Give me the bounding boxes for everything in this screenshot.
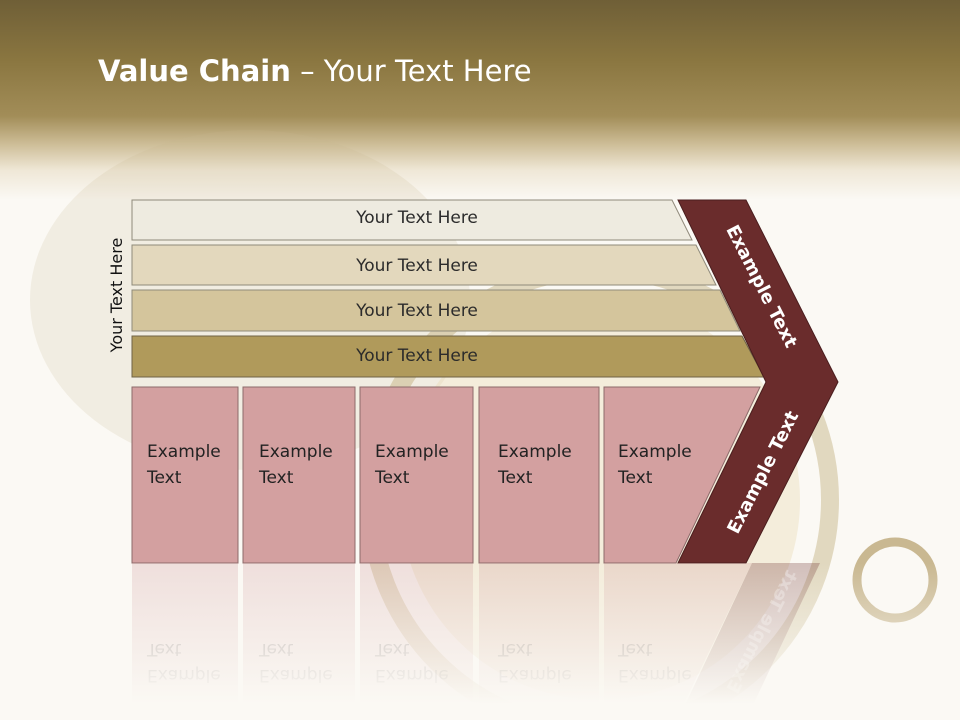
box-3	[359, 386, 474, 564]
slide-title: Value Chain – Your Text Here	[98, 54, 532, 88]
reflection-fade	[0, 563, 960, 720]
box-2-line2: Text	[259, 468, 294, 488]
box-1	[131, 386, 239, 564]
box-2	[242, 386, 356, 564]
box-5-line2: Text	[618, 468, 653, 488]
row-bar-3	[131, 289, 741, 332]
box-4	[478, 386, 600, 564]
row-label-3: Your Text Here	[356, 301, 478, 321]
row-bar-2	[131, 244, 717, 286]
box-5-line1: Example	[618, 442, 692, 462]
box-1-line1: Example	[147, 442, 221, 462]
row-bar-1	[131, 199, 693, 241]
box-3-line2: Text	[375, 468, 410, 488]
row-label-1: Your Text Here	[356, 208, 478, 228]
row-label-2: Your Text Here	[356, 256, 478, 276]
title-rest: – Your Text Here	[290, 54, 532, 88]
row-label-4: Your Text Here	[356, 346, 478, 366]
box-4-line1: Example	[498, 442, 572, 462]
diagram-shapes	[131, 199, 839, 564]
box-2-line1: Example	[259, 442, 333, 462]
box-3-line1: Example	[375, 442, 449, 462]
box-1-line2: Text	[147, 468, 182, 488]
header-band	[0, 0, 960, 200]
title-bold: Value Chain	[98, 54, 291, 88]
box-4-line2: Text	[498, 468, 533, 488]
